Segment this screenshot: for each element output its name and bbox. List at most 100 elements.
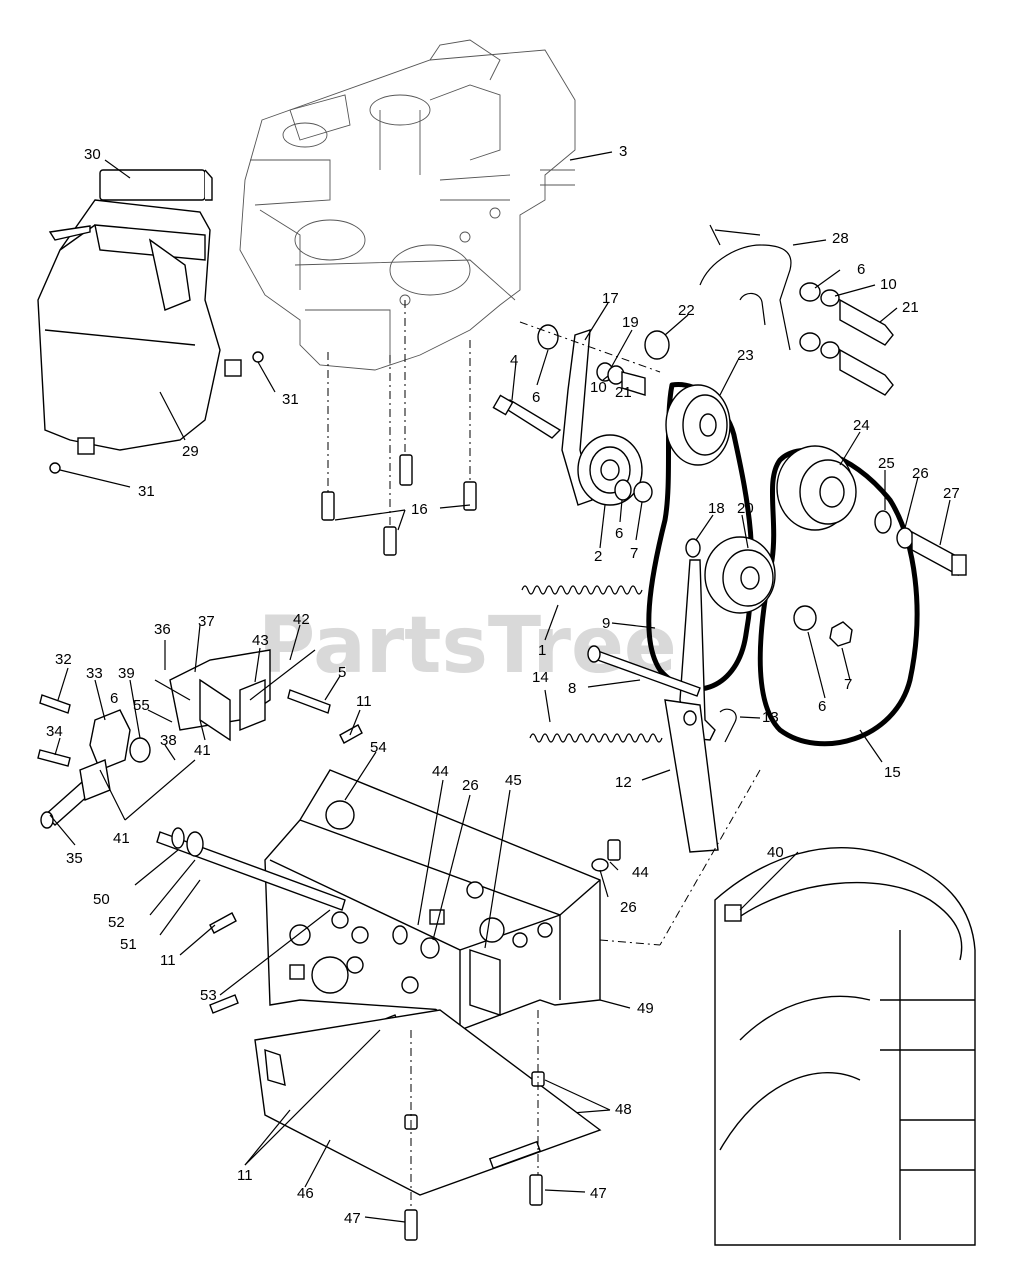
axle-50-52: [156, 827, 346, 911]
part-label: 18: [708, 500, 725, 517]
part-label: 42: [293, 611, 310, 628]
washers-6: [537, 324, 653, 503]
part-label: 21: [902, 299, 919, 316]
part-labels: 30 3 28 6 10 21 17 22 19 23 4 6 10 21 31…: [46, 143, 960, 1227]
part-label: 11: [356, 693, 372, 710]
pulley-24: [776, 445, 857, 531]
leaders-frame: [134, 751, 631, 1126]
washer-6-left: [129, 737, 151, 763]
part-label: 46: [297, 1185, 314, 1202]
engine-leader-line: [569, 151, 613, 161]
part-label: 24: [853, 417, 870, 434]
bolts-32-34: [37, 694, 71, 767]
auger-housing-40: [714, 847, 976, 1246]
part-label: 33: [86, 665, 103, 682]
leader-16: [334, 504, 471, 531]
part-label: 6: [857, 261, 865, 278]
idler-arm-17: [561, 329, 593, 506]
part-label: 11: [160, 952, 176, 969]
part-label: 53: [200, 987, 217, 1004]
part-label: 32: [55, 651, 72, 668]
leaders-lever: [587, 679, 761, 781]
part-label: 7: [844, 676, 852, 693]
leaders-skid: [244, 1029, 586, 1223]
part-label: 26: [462, 777, 479, 794]
mount-centerlines: [327, 300, 471, 535]
part-label: 41: [113, 830, 130, 847]
skid-plate-46: [254, 1009, 602, 1196]
plates-33: [79, 709, 131, 801]
engine-outline: [239, 39, 576, 371]
watermark-text: PartsTree: [258, 601, 677, 691]
pulley-23: [665, 384, 731, 466]
part-label: 15: [884, 764, 901, 781]
leaders-cover: [59, 159, 276, 488]
part-label: 6: [110, 690, 118, 707]
part-label: 8: [568, 680, 576, 697]
part-label: 44: [432, 763, 449, 780]
part-label: 39: [118, 665, 135, 682]
spring-14: [529, 733, 663, 743]
bracket-28: [699, 224, 792, 351]
part-label: 10: [590, 379, 607, 396]
bolts-16: [321, 454, 477, 556]
leaders-springs: [544, 604, 559, 723]
leaders-pulleys: [611, 359, 951, 763]
part-label: 47: [590, 1185, 607, 1202]
part-label: 25: [878, 455, 895, 472]
housing-centerline: [599, 769, 761, 946]
bolt-5: [287, 689, 331, 714]
part-label: 34: [46, 723, 63, 740]
leader-40: [739, 851, 799, 911]
part-label: 11: [237, 1167, 253, 1184]
belt-cover: [37, 169, 242, 455]
part-label: 7: [630, 545, 638, 562]
belt-9: [646, 381, 755, 692]
part-label: 40: [767, 844, 784, 861]
part-label: 50: [93, 891, 110, 908]
part-label: 16: [411, 501, 428, 518]
bolt-4: [492, 394, 562, 439]
part-label: 45: [505, 772, 522, 789]
pin-8: [587, 645, 701, 697]
skid-centerlines: [410, 1010, 539, 1210]
control-bracket: [169, 649, 271, 742]
part-label: 49: [637, 1000, 654, 1017]
spacer-22: [644, 330, 670, 360]
part-label: 31: [282, 391, 299, 408]
lever-12: [664, 559, 719, 853]
part-label: 30: [84, 146, 101, 163]
part-label: 14: [532, 669, 549, 686]
bolt-21-upper: [596, 362, 646, 396]
part-label: 19: [622, 314, 639, 331]
part-label: 3: [619, 143, 627, 160]
part-label: 12: [615, 774, 632, 791]
part-label: 36: [154, 621, 171, 638]
part-label: 6: [615, 525, 623, 542]
part-label: 10: [880, 276, 897, 293]
part-label: 22: [678, 302, 695, 319]
rod-42: [249, 649, 316, 701]
part-label: 44: [632, 864, 649, 881]
part-label: 31: [138, 483, 155, 500]
part-label: 9: [602, 615, 610, 632]
leaders-control: [49, 624, 361, 846]
part-label: 55: [133, 697, 150, 714]
part-label: 47: [344, 1210, 361, 1227]
part-label: 52: [108, 914, 125, 931]
part-label: 5: [338, 664, 346, 681]
part-label: 20: [737, 500, 754, 517]
part-label: 2: [594, 548, 602, 565]
part-label: 38: [160, 732, 177, 749]
part-label: 35: [66, 850, 83, 867]
part-label: 13: [762, 709, 779, 726]
bolts-47-48: [404, 1071, 545, 1241]
part-label: 37: [198, 613, 215, 630]
part-label: 4: [510, 352, 518, 369]
part-label: 26: [620, 899, 637, 916]
part-label: 27: [943, 485, 960, 502]
part-label: 28: [832, 230, 849, 247]
part-label: 1: [538, 642, 546, 659]
